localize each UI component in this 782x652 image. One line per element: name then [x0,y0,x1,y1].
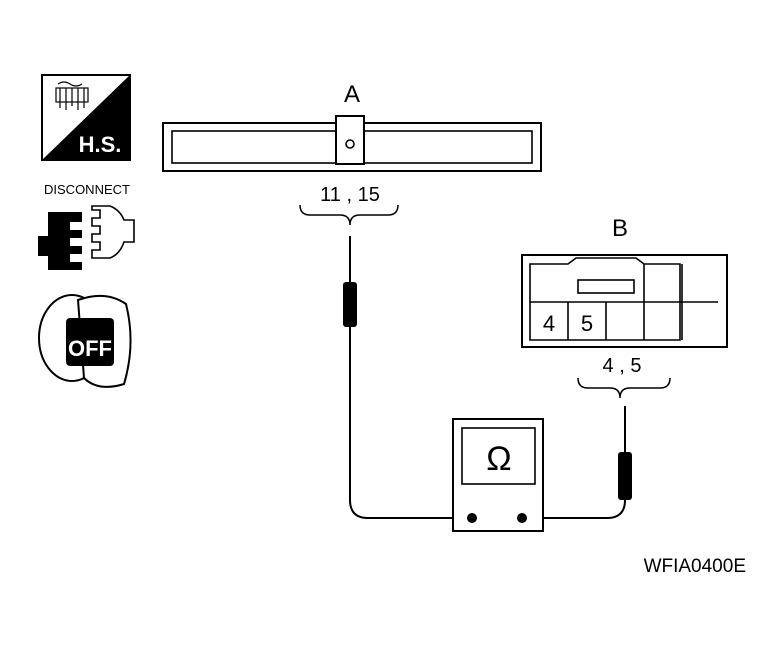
off-label: OFF [68,336,112,361]
ohmmeter: Ω [452,418,544,532]
meter-terminal-left [467,513,477,523]
hs-label: H.S. [79,132,122,157]
hs-icon: H.S. [41,74,131,161]
connector-a-terminals: 11 , 15 [320,184,380,206]
connector-b-terminals: 4 , 5 [603,355,642,377]
connector-b: B 4 5 [521,215,728,348]
connector-b-cavity-4: 4 [543,311,555,336]
left-probe [343,236,470,519]
right-probe [524,406,632,519]
disconnect-icon: DISCONNECT [38,182,135,270]
disconnect-label: DISCONNECT [44,182,130,197]
ignition-off-icon: OFF [38,294,132,388]
connector-b-cavity-5: 5 [581,311,593,336]
connector-a-label: A [344,81,360,108]
ohm-symbol: Ω [486,440,511,478]
connector-a: A [162,81,542,172]
figure-code: WFIA0400E [644,556,746,577]
connector-a-brace [299,204,399,226]
connector-b-brace [577,377,671,399]
meter-terminal-right [517,513,527,523]
connector-b-label: B [612,215,628,242]
